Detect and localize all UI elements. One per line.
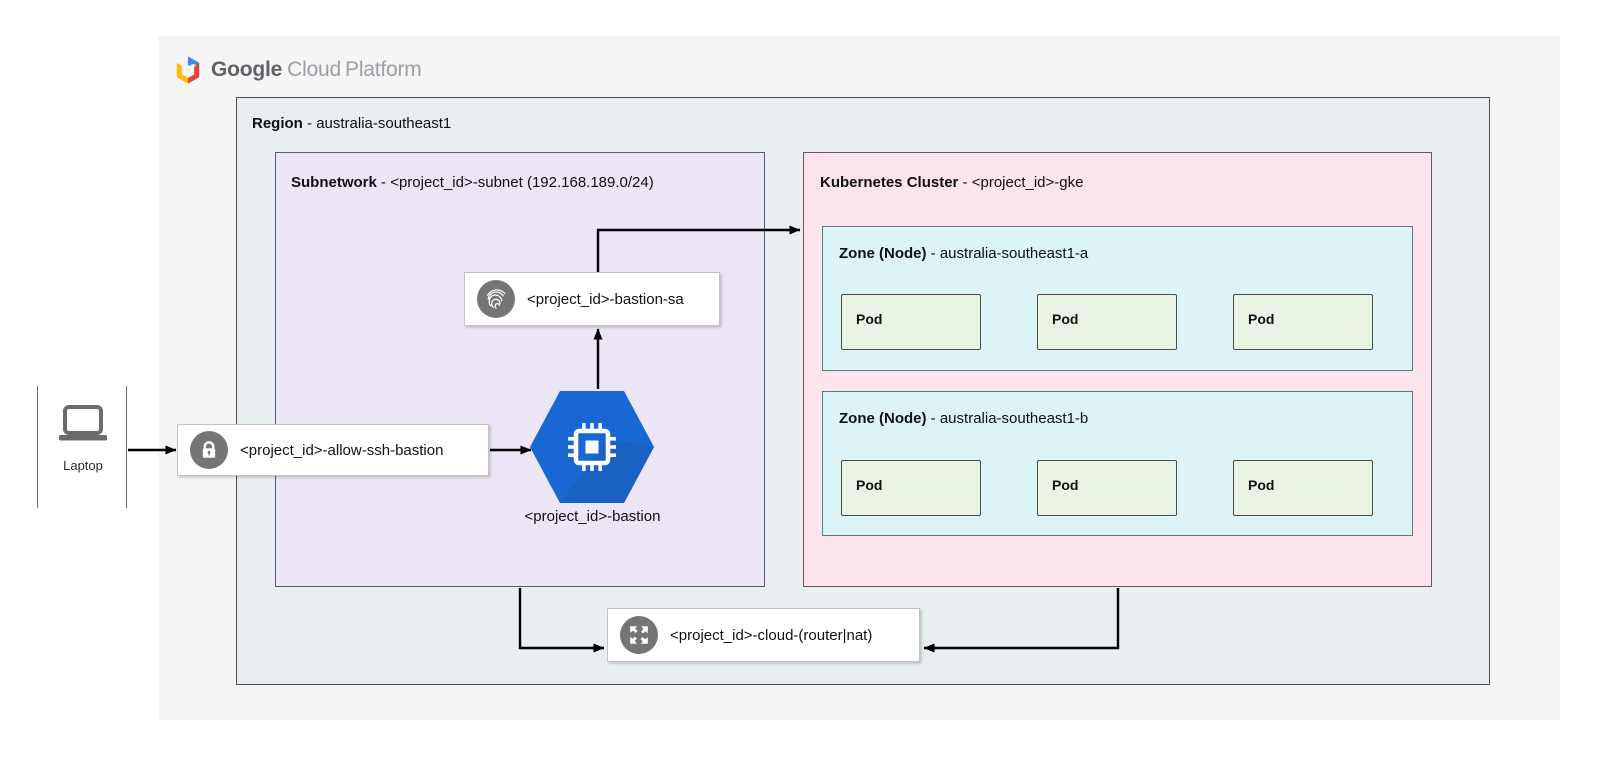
lock-icon [190,431,228,469]
region-label: Region [252,115,303,132]
pod-box[interactable]: Pod [841,460,981,516]
brand-platform: Platform [345,58,422,81]
nat-expand-arrows-icon [620,616,658,654]
kubernetes-cluster-separator: - [958,174,972,191]
service-account-label: <project_id>-bastion-sa [527,290,684,308]
pod-box[interactable]: Pod [1233,294,1373,350]
cloud-router-nat-node[interactable]: <project_id>-cloud-(router|nat) [607,608,920,662]
pod-label: Pod [1052,477,1079,493]
cloud-router-nat-label: <project_id>-cloud-(router|nat) [670,626,873,644]
zone-b-label: Zone (Node) [839,410,927,427]
pod-label: Pod [1248,311,1275,327]
pod-label: Pod [856,477,883,493]
gcp-hexagon-logo-icon [176,56,200,84]
zone-node-b-header: Zone (Node) - australia-southeast1-b [839,410,1088,427]
laptop-label: Laptop [63,458,103,473]
bastion-vm-label: <project_id>-bastion [524,508,661,525]
region-value: australia-southeast1 [316,115,452,132]
zone-a-label: Zone (Node) [839,245,927,262]
zone-a-separator: - [926,245,940,262]
zone-node-a-header: Zone (Node) - australia-southeast1-a [839,245,1088,262]
subnetwork-header: Subnetwork - <project_id>-subnet (192.16… [291,174,654,191]
pod-label: Pod [1052,311,1079,327]
kubernetes-cluster-label: Kubernetes Cluster [820,174,959,191]
subnetwork-value: <project_id>-subnet (192.168.189.0/24) [390,174,654,191]
pod-box[interactable]: Pod [1037,460,1177,516]
subnetwork-separator: - [376,174,391,191]
pod-box[interactable]: Pod [1233,460,1373,516]
zone-a-value: australia-southeast1-a [939,245,1089,262]
zone-b-value: australia-southeast1-b [939,410,1089,427]
laptop-node[interactable]: Laptop [37,386,127,508]
kubernetes-cluster-value: <project_id>-gke [971,174,1084,191]
pod-label: Pod [1248,477,1275,493]
brand-google: Google [211,58,283,81]
region-separator: - [302,115,317,132]
pod-box[interactable]: Pod [841,294,981,350]
region-header: Region - australia-southeast1 [252,115,451,132]
bastion-vm-node[interactable] [528,389,656,505]
brand-cloud: Cloud [287,58,342,81]
firewall-rule-node[interactable]: <project_id>-allow-ssh-bastion [177,424,489,476]
pod-label: Pod [856,311,883,327]
laptop-icon [59,405,107,441]
fingerprint-icon [477,280,515,318]
kubernetes-cluster-header: Kubernetes Cluster - <project_id>-gke [820,174,1083,191]
firewall-rule-label: <project_id>-allow-ssh-bastion [240,441,444,459]
subnetwork-container [275,152,765,587]
subnetwork-label: Subnetwork [291,174,377,191]
zone-b-separator: - [926,410,940,427]
service-account-node[interactable]: <project_id>-bastion-sa [464,272,720,326]
pod-box[interactable]: Pod [1037,294,1177,350]
